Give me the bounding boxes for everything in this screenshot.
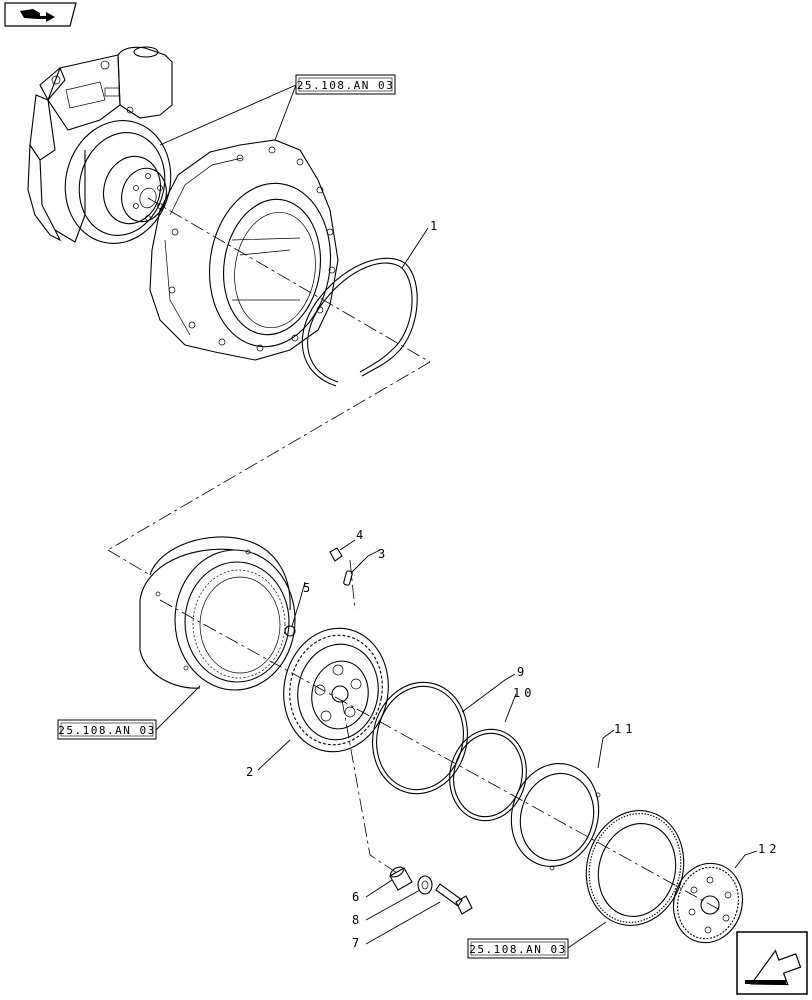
part-label-1: 1 [430, 219, 437, 233]
book-arrow-icon[interactable] [4, 2, 77, 27]
leader-lines [155, 84, 758, 949]
part-label-5: 5 [303, 581, 310, 595]
friction-disc [585, 810, 685, 926]
small-parts [284, 547, 353, 637]
part-label-12: 12 [758, 842, 780, 856]
ref-box-bottom[interactable]: 25.108.AN 03 [467, 938, 569, 959]
axle-housing [27, 46, 173, 244]
o-ring-large [372, 681, 468, 795]
brake-piston [510, 763, 601, 871]
part-label-2: 2 [246, 765, 253, 779]
bolt [435, 883, 473, 915]
ring-gear [139, 536, 296, 691]
planetary-housing [149, 139, 339, 361]
snap-ring [301, 257, 418, 387]
ref-box-top[interactable]: 25.108.AN 03 [295, 74, 396, 95]
ref-box-left[interactable]: 25.108.AN 03 [57, 719, 157, 740]
hub-disc [673, 862, 743, 944]
part-label-4: 4 [356, 528, 363, 542]
planet-carrier [283, 627, 389, 753]
part-label-11: 11 [614, 722, 636, 736]
part-label-3: 3 [378, 547, 385, 561]
o-ring-small [449, 728, 527, 822]
part-label-7: 7 [352, 936, 359, 950]
part-label-8: 8 [352, 913, 359, 927]
part-label-9: 9 [517, 665, 524, 679]
next-page-arrow-icon[interactable] [736, 931, 808, 996]
part-label-10: 10 [513, 686, 535, 700]
center-lines [107, 197, 721, 911]
ref-label-top: 25.108.AN 03 [297, 79, 394, 92]
pin [389, 866, 413, 891]
washer [417, 875, 433, 895]
part-label-6: 6 [352, 890, 359, 904]
ref-label-bottom: 25.108.AN 03 [469, 943, 566, 956]
ref-label-left: 25.108.AN 03 [58, 724, 155, 737]
